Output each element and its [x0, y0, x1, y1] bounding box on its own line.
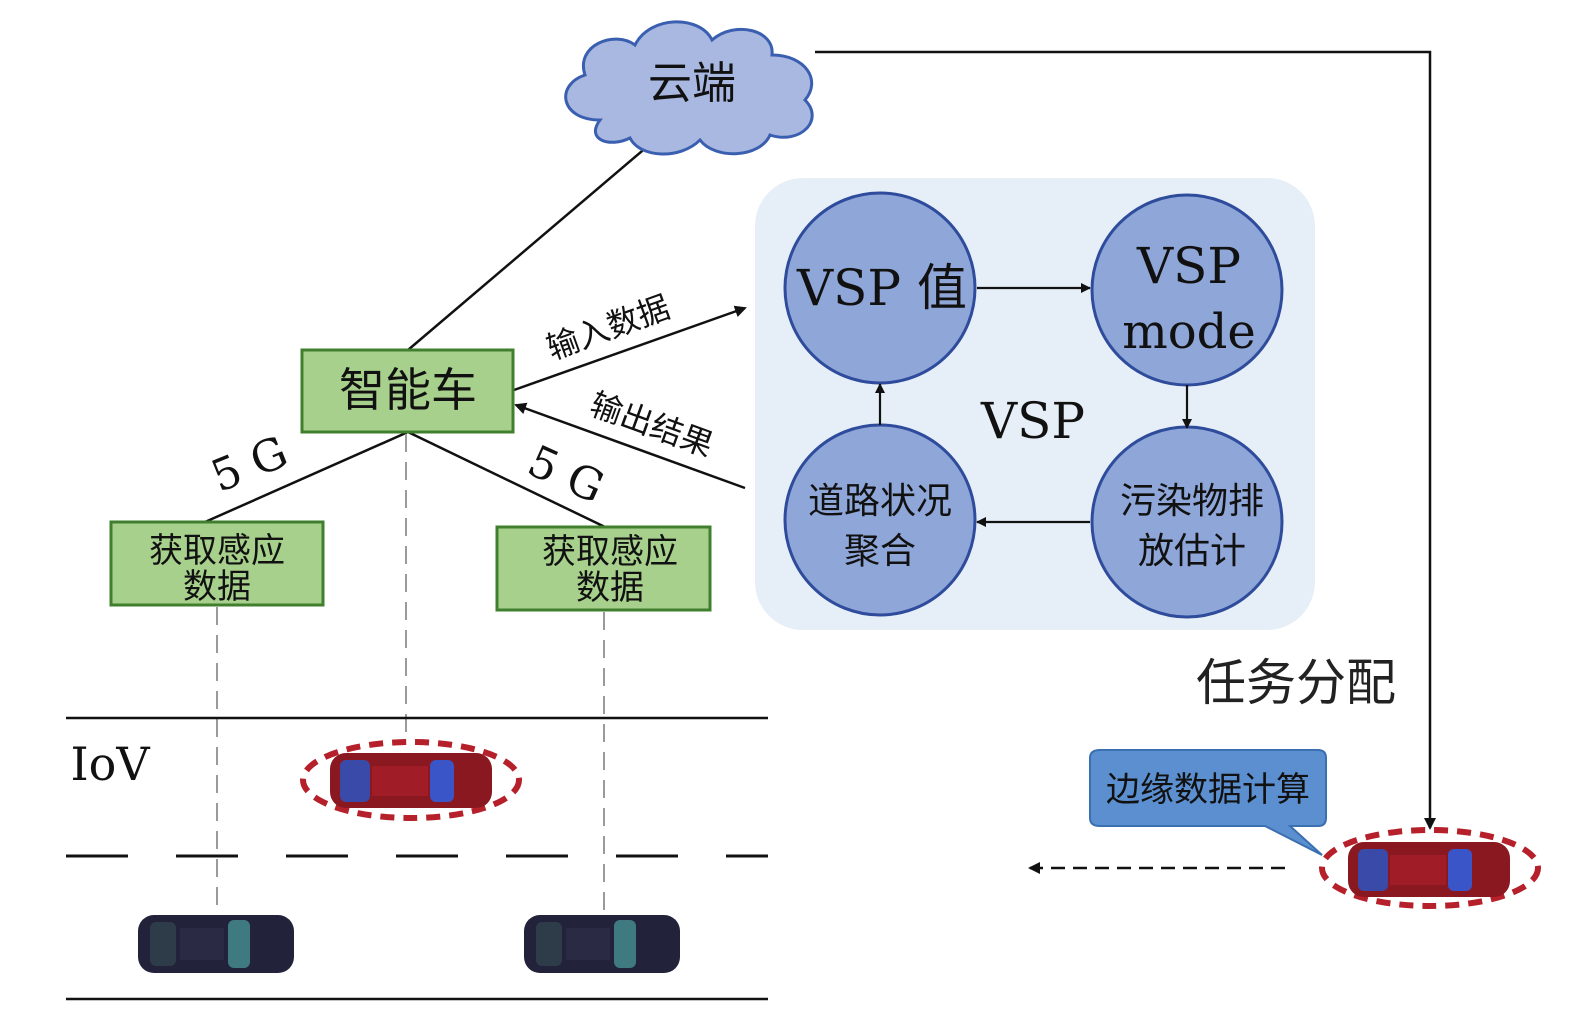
- output-result-label: 输出结果: [585, 385, 718, 464]
- smart-car-node: 智能车: [300, 348, 515, 434]
- sensor-right-node: 获取感应 数据: [495, 525, 712, 612]
- vsp-node-value-label: VSP 值: [796, 259, 967, 317]
- vsp-node-mode-line1: VSP: [1136, 237, 1241, 295]
- vsp-node-mode-line2: mode: [1122, 304, 1256, 360]
- task-allocation-label: 任务分配: [1196, 654, 1396, 712]
- highlighted-car-road: [300, 739, 522, 821]
- sensor-left-line1: 获取感应: [149, 531, 285, 571]
- link-left-5g: [204, 430, 409, 524]
- sensor-right-line2: 数据: [576, 568, 644, 608]
- vsp-node-mode: VSP mode: [1090, 193, 1284, 387]
- left-5g-label: 5 G: [204, 426, 295, 502]
- vsp-node-pollution-line2: 放估计: [1138, 531, 1246, 572]
- edge-compute-label: 边缘数据计算: [1106, 770, 1310, 810]
- cloud-to-car-line: [407, 139, 656, 351]
- cloud-shape: [564, 20, 814, 156]
- sensor-left-node: 获取感应 数据: [109, 520, 325, 607]
- vsp-node-road-line2: 聚合: [844, 531, 916, 572]
- smart-car-label: 智能车: [339, 363, 477, 417]
- car-bottom-right: [524, 915, 680, 973]
- sensor-right-line1: 获取感应: [542, 532, 678, 572]
- vsp-node-pollution-line1: 污染物排: [1120, 481, 1264, 522]
- cloud-node: 云端: [564, 20, 814, 156]
- cloud-label: 云端: [648, 58, 736, 109]
- link-right-5g: [407, 430, 606, 529]
- highlighted-car-edge: [1319, 827, 1541, 909]
- car-bottom-left: [138, 915, 294, 973]
- vsp-node-pollution: 污染物排 放估计: [1090, 425, 1284, 619]
- right-5g-label: 5 G: [520, 436, 611, 514]
- task-allocation-line: [815, 50, 1436, 830]
- arrow-input-data: [513, 305, 747, 392]
- vsp-node-road-line1: 道路状况: [808, 481, 952, 522]
- vsp-node-road: 道路状况 聚合: [783, 423, 977, 617]
- sensor-left-line2: 数据: [183, 567, 251, 607]
- arrow-output-result: [514, 402, 746, 490]
- vsp-node-value: VSP 值: [783, 191, 977, 385]
- edge-compute-callout: 边缘数据计算: [1089, 749, 1327, 856]
- vsp-center-label: VSP: [980, 392, 1085, 450]
- iov-label: IoV: [70, 737, 150, 791]
